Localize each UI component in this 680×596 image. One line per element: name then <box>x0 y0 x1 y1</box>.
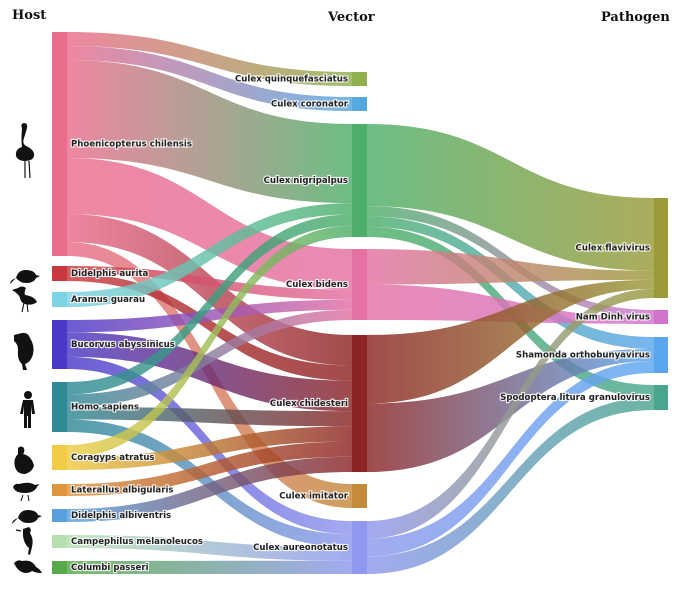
link-bidens-to-flavivirus <box>367 249 654 285</box>
host-label: Aramus guarau <box>71 295 145 305</box>
link-aureonotatus-to-spodoptera <box>367 397 654 574</box>
flamingo-icon <box>15 123 35 179</box>
vector-node-bidens[interactable] <box>352 249 367 320</box>
link-aramus-to-nigripalpus <box>67 203 352 307</box>
rail-icon <box>13 482 39 502</box>
host-node-columbi[interactable] <box>52 561 67 574</box>
link-aureonotatus-to-shamonda <box>367 361 654 557</box>
host-label: Bucorvus abyssinicus <box>71 340 175 350</box>
link-nigripalpus-to-shamonda <box>367 216 654 349</box>
host-node-aramus[interactable] <box>52 292 67 307</box>
host-label: Campephilus melanoleucos <box>71 537 203 547</box>
link-coragyps-to-chidesteri <box>67 426 352 470</box>
host-label: Homo sapiens <box>71 403 139 413</box>
host-column-title: Host <box>12 8 47 23</box>
host-node-coragyps[interactable] <box>52 445 67 470</box>
link-columbi-to-aureonotatus <box>67 560 352 574</box>
opossum-icon <box>10 270 40 284</box>
human-icon <box>20 391 35 428</box>
host-node-campephilus[interactable] <box>52 535 67 548</box>
vector-node-quinque[interactable] <box>352 72 367 86</box>
heron-icon <box>12 286 37 313</box>
vector-label: Culex bidens <box>286 280 348 290</box>
host-node-didelphis_albi[interactable] <box>52 509 67 522</box>
pathogen-node-flavivirus[interactable] <box>654 198 668 298</box>
pathogen-label: Shamonda orthobunyavirus <box>516 351 650 361</box>
vector-label: Culex coronator <box>271 100 349 110</box>
host-node-bucorvus[interactable] <box>52 320 67 369</box>
hornbill-icon <box>14 332 34 370</box>
pathogen-node-shamonda[interactable] <box>654 337 668 373</box>
vulture-icon <box>14 446 34 474</box>
vector-node-chidesteri[interactable] <box>352 335 367 472</box>
link-didelphis_aurita-to-bidens <box>67 266 352 300</box>
host-node-didelphis_aurita[interactable] <box>52 266 67 281</box>
vector-node-coronator[interactable] <box>352 97 367 111</box>
link-laterallus-to-chidesteri <box>67 441 352 496</box>
link-phoenicopterus-to-coronator <box>67 46 352 111</box>
vector-label: Culex nigripalpus <box>264 176 348 186</box>
vector-column-title: Vector <box>328 10 375 25</box>
host-label: Laterallus albigularis <box>71 486 174 496</box>
pathogen-label: Culex flavivirus <box>576 244 650 254</box>
link-homo-to-bidens <box>67 309 352 407</box>
vector-node-imitator[interactable] <box>352 484 367 508</box>
pathogen-node-namdinh[interactable] <box>654 310 668 324</box>
link-nigripalpus-to-flavivirus <box>367 124 654 271</box>
host-node-homo[interactable] <box>52 382 67 432</box>
pathogen-column-title: Pathogen <box>601 10 670 25</box>
vector-node-aureonotatus[interactable] <box>352 521 367 574</box>
host-node-phoenicopterus[interactable] <box>52 32 67 256</box>
link-didelphis_albi-to-chidesteri <box>67 456 352 522</box>
host-node-laterallus[interactable] <box>52 484 67 496</box>
vector-label: Culex aureonotatus <box>253 543 348 553</box>
link-chidesteri-to-flavivirus <box>367 279 654 404</box>
woodpecker-icon <box>15 527 33 555</box>
dove-icon <box>14 560 42 573</box>
vector-label: Culex chidesteri <box>270 399 348 409</box>
link-homo-to-nigripalpus <box>67 214 352 395</box>
link-campephilus-to-aureonotatus <box>67 535 352 561</box>
vector-label: Culex quinquefasciatus <box>235 75 348 85</box>
host-label: Didelphis aurita <box>71 269 149 279</box>
link-bucorvus-to-bidens <box>67 299 352 333</box>
pathogen-label: Nam Dinh virus <box>576 313 650 323</box>
vector-node-nigripalpus[interactable] <box>352 124 367 237</box>
link-phoenicopterus-to-nigripalpus <box>67 60 352 204</box>
host-label: Didelphis albiventris <box>71 511 171 521</box>
link-aureonotatus-to-flavivirus <box>367 288 654 539</box>
link-bucorvus-to-chidesteri <box>67 332 352 412</box>
vector-label: Culex imitator <box>279 492 348 502</box>
pathogen-node-spodoptera[interactable] <box>654 385 668 410</box>
host-label: Coragyps atratus <box>71 453 155 463</box>
link-homo-to-chidesteri <box>67 407 352 427</box>
host-label: Columbi passeri <box>71 563 149 573</box>
link-coragyps-to-nigripalpus <box>67 225 352 458</box>
link-phoenicopterus-to-quinque <box>67 32 352 86</box>
pathogen-label: Spodoptera litura granulovirus <box>500 393 650 403</box>
host-label: Phoenicopterus chilensis <box>71 140 192 150</box>
opossum-icon <box>12 510 42 524</box>
link-didelphis_aurita-to-chidesteri <box>67 273 352 381</box>
